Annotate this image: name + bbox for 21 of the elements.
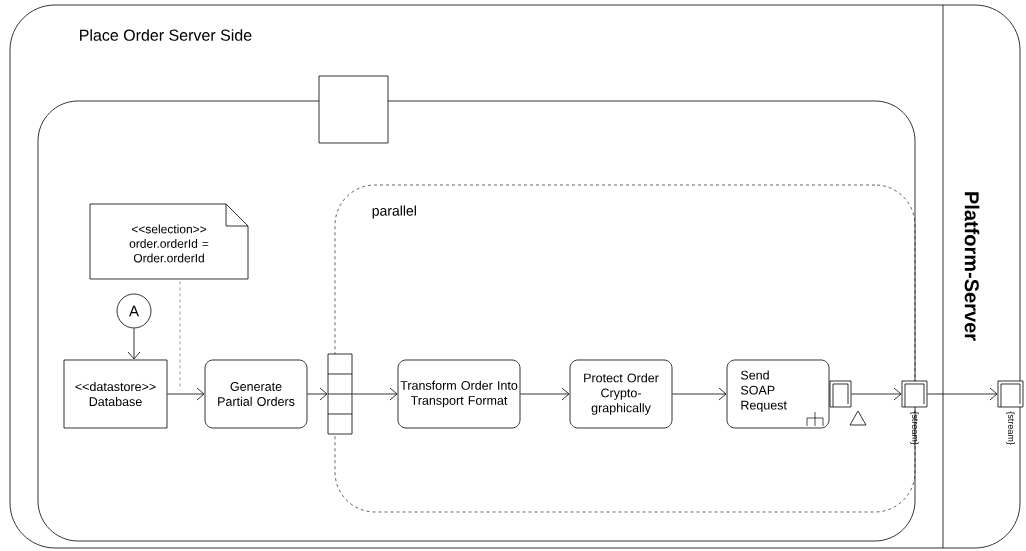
square-box xyxy=(318,75,389,144)
arrow xyxy=(352,387,398,401)
arrow xyxy=(520,387,570,401)
pin-label: {stream} xyxy=(1006,411,1015,445)
dashed-line xyxy=(179,281,181,391)
partition-label: Platform-Server xyxy=(964,192,980,341)
arrow xyxy=(927,387,998,401)
arrow xyxy=(672,387,727,401)
arrow xyxy=(851,387,902,401)
pin-label: {stream} xyxy=(910,411,919,445)
action-box: Transform Order Into Transport Format xyxy=(397,359,521,429)
action-box: Generate Partial Orders xyxy=(204,359,308,429)
action-box: Protect Order Crypto-graphically xyxy=(569,359,673,429)
arrow xyxy=(307,387,328,401)
arrow xyxy=(127,328,141,360)
note: <<selection>> order.orderId = Order.orderId xyxy=(89,203,249,280)
arrow xyxy=(167,387,205,401)
pin xyxy=(829,380,852,408)
datastore-box: <<datastore>> Database xyxy=(63,359,168,429)
expansion-node xyxy=(327,353,353,435)
action-box: Send SOAP Request xyxy=(726,359,830,429)
